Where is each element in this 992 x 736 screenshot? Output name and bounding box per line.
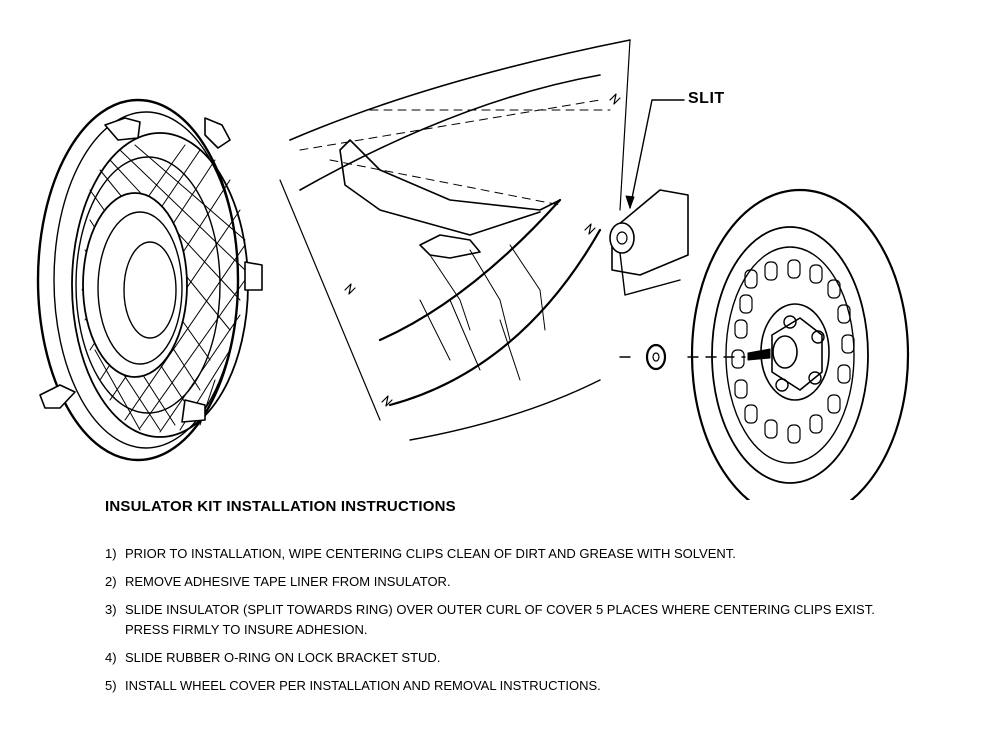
step-number: 2) <box>105 574 117 589</box>
rim-slots <box>731 259 855 444</box>
step-text: REMOVE ADHESIVE TAPE LINER FROM INSULATO… <box>125 574 451 589</box>
instructions-list: 1) PRIOR TO INSTALLATION, WIPE CENTERING… <box>105 544 925 704</box>
instructions-title: INSULATOR KIT INSTALLATION INSTRUCTIONS <box>105 498 456 515</box>
step-text: PRIOR TO INSTALLATION, WIPE CENTERING CL… <box>125 546 736 561</box>
step-text: INSTALL WHEEL COVER PER INSTALLATION AND… <box>125 678 601 693</box>
step-text: SLIDE RUBBER O-RING ON LOCK BRACKET STUD… <box>125 650 441 665</box>
instruction-step: 2) REMOVE ADHESIVE TAPE LINER FROM INSUL… <box>105 572 925 592</box>
step-number: 4) <box>105 650 117 665</box>
wheel-and-tire <box>690 188 910 500</box>
centering-clip <box>244 261 263 291</box>
insulator-piece <box>609 99 689 296</box>
step-number: 1) <box>105 546 117 561</box>
step-text: SLIDE INSULATOR (SPLIT TOWARDS RING) OVE… <box>125 602 875 637</box>
centering-clip <box>39 384 76 409</box>
slit-callout-label: SLIT <box>688 90 725 107</box>
instruction-step: 1) PRIOR TO INSTALLATION, WIPE CENTERING… <box>105 544 925 564</box>
o-ring <box>619 343 746 371</box>
centering-clip <box>204 117 231 149</box>
step-number: 5) <box>105 678 117 693</box>
instruction-step: 3) SLIDE INSULATOR (SPLIT TOWARDS RING) … <box>105 600 925 640</box>
centering-clip <box>104 117 141 141</box>
wheel-cover-illustration <box>36 98 263 462</box>
step-number: 3) <box>105 602 117 617</box>
cutaway-detail <box>279 39 631 441</box>
instruction-step: 4) SLIDE RUBBER O-RING ON LOCK BRACKET S… <box>105 648 925 668</box>
centering-clip <box>181 399 206 423</box>
wheel-cover-diagram <box>36 39 910 500</box>
instruction-step: 5) INSTALL WHEEL COVER PER INSTALLATION … <box>105 676 925 696</box>
